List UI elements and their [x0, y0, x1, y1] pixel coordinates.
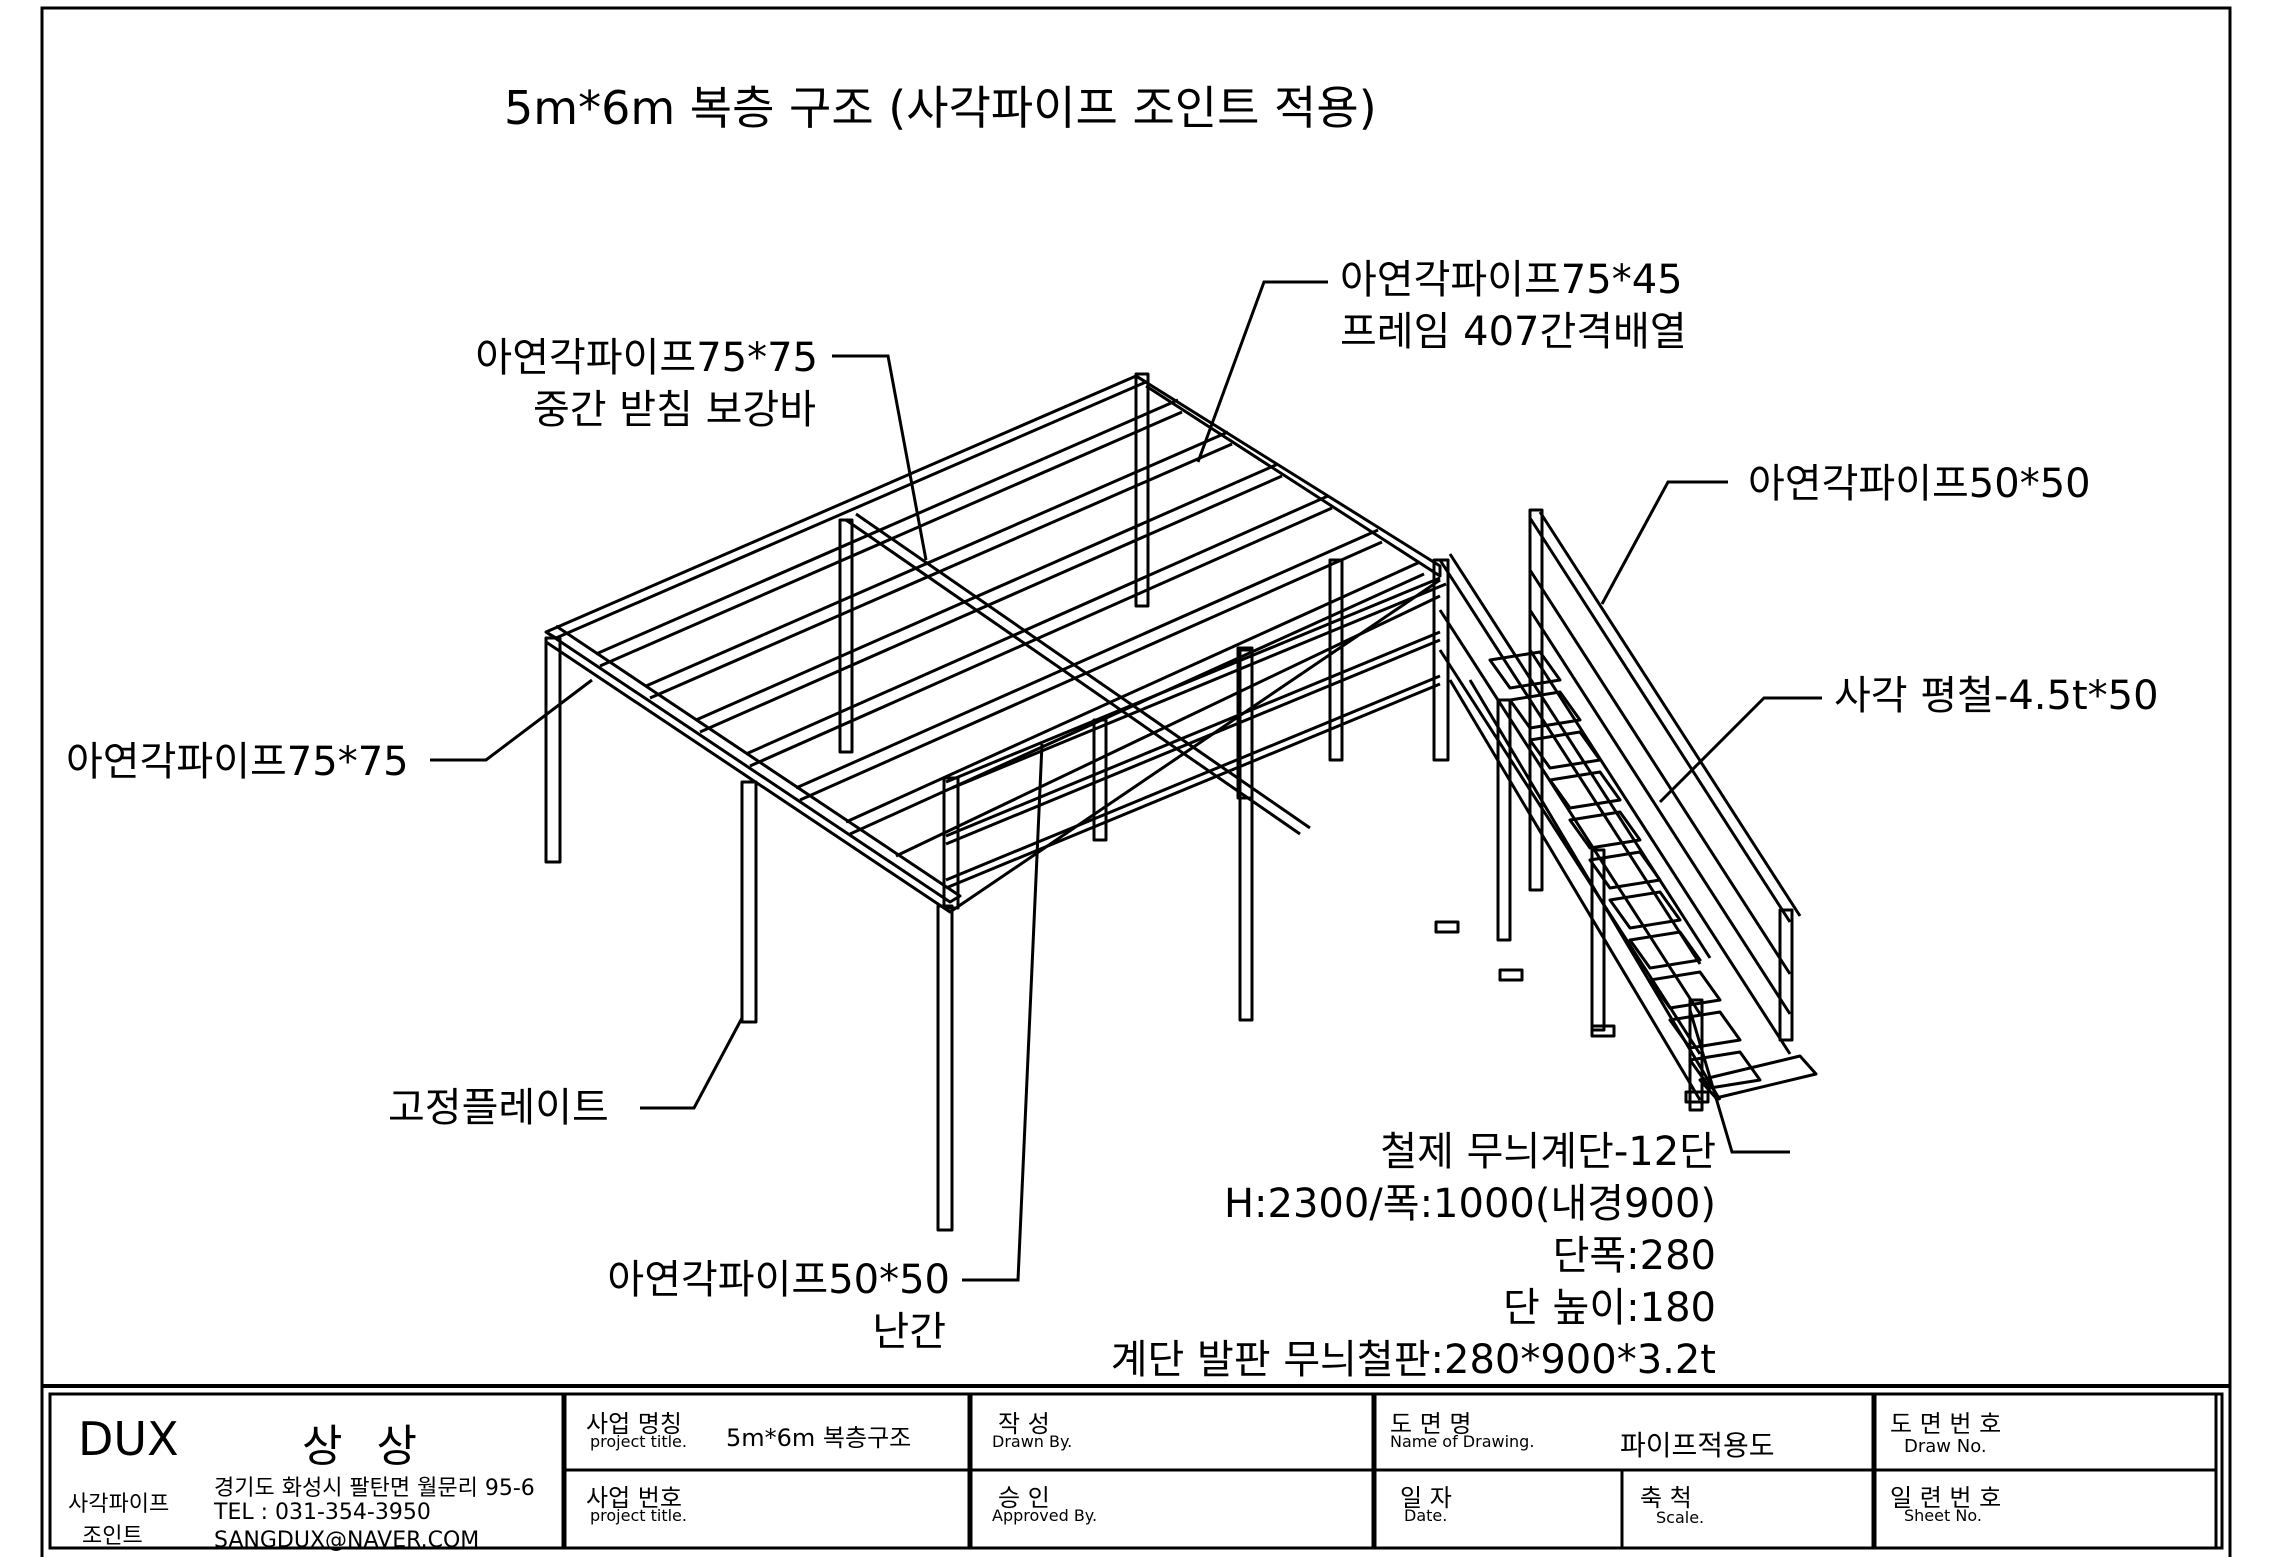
drawn-by-en: Drawn By.: [992, 1432, 1073, 1451]
post-mid: [1238, 648, 1254, 1022]
leader-perimeter: [430, 678, 593, 762]
leader-railing: [962, 743, 1044, 1282]
title-block-grid: [42, 1384, 2230, 1550]
project-name-en: project title.: [590, 1432, 687, 1451]
base-plate-4: [1684, 1090, 1710, 1104]
leader-stair-rail: [1600, 480, 1728, 605]
stair-treads: [1488, 650, 1818, 1100]
company-address: 경기도 화성시 팔탄면 월문리 95-6: [214, 1476, 535, 1501]
label-support-bar-spec: 아연각파이프75*75: [475, 335, 818, 381]
railing-post-2: [1092, 718, 1108, 842]
leader-support-bar: [832, 354, 928, 561]
label-stair-tread-width: 단폭:280: [1552, 1233, 1716, 1279]
company-type-line2: 조인트: [82, 1524, 143, 1549]
approved-by-en: Approved By.: [992, 1506, 1098, 1525]
stair-inner-post-1: [1496, 698, 1512, 942]
joists: [595, 398, 1441, 858]
label-stair-step-height: 단 높이:180: [1503, 1285, 1716, 1331]
stair-stringer: [1448, 679, 1722, 1101]
label-fixing-plate: 고정플레이트: [388, 1085, 609, 1131]
leader-fixing-plate: [640, 1017, 744, 1110]
drawing-name-en: Name of Drawing.: [1390, 1432, 1535, 1451]
project-name-ko: 사업 명칭: [586, 1410, 682, 1438]
stair-rail-inner: [1438, 553, 1712, 965]
beam-back-right: [1135, 374, 1442, 578]
company-email: SANGDUX@NAVER.COM: [214, 1528, 480, 1553]
label-stair-plate: 계단 발판 무늬철판:280*900*3.2t: [1110, 1337, 1716, 1383]
base-plate-2: [1498, 968, 1524, 982]
railing-top: [945, 576, 1447, 790]
label-flat-bar: 사각 평철-4.5t*50: [1834, 673, 2159, 719]
date-en: Date.: [1404, 1506, 1448, 1525]
railing-mid: [945, 630, 1441, 846]
base-plate-3: [1590, 1024, 1616, 1038]
label-stair-rail: 아연각파이프50*50: [1748, 461, 2091, 507]
leader-stair: [1688, 1009, 1790, 1154]
draw-no-ko: 도 면 번 호: [1890, 1410, 2002, 1438]
scale-en: Scale.: [1656, 1508, 1705, 1527]
leader-frame: [1196, 280, 1328, 463]
drawing-title: 5m*6m 복층 구조 (사각파이프 조인트 적용): [504, 81, 1377, 135]
base-plate-1: [1434, 920, 1460, 934]
post-mid-back: [838, 518, 854, 754]
post-front: [936, 904, 954, 1232]
label-frame-spec: 아연각파이프75*45: [1340, 257, 1683, 303]
platform-structure: [544, 372, 1450, 1232]
project-name-value: 5m*6m 복층구조: [726, 1424, 912, 1452]
label-stair-size: H:2300/폭:1000(내경900): [1223, 1181, 1716, 1227]
company-tel: TEL : 031-354-3950: [214, 1500, 431, 1525]
company-type-line1: 사각파이프: [68, 1492, 170, 1517]
staircase: [1434, 508, 1818, 1112]
stair-rail-post-bottom: [1778, 908, 1794, 1042]
leader-flat-bar: [1658, 696, 1822, 804]
sheet-border: [40, 6, 2232, 1557]
label-railing-spec: 아연각파이프50*50: [607, 1257, 950, 1303]
drawing-name-value: 파이프적용도: [1620, 1429, 1775, 1462]
post-right: [1328, 558, 1344, 762]
post-left: [740, 780, 758, 1024]
label-railing-desc: 난간: [872, 1309, 946, 1355]
label-perimeter: 아연각파이프75*75: [66, 739, 409, 785]
leader-lines: [430, 280, 1822, 1282]
approved-by-ko: 승 인: [998, 1484, 1050, 1512]
mid-support-bar: [845, 512, 1311, 836]
sheet-no-en: Sheet No.: [1904, 1506, 1982, 1525]
label-support-bar-desc: 중간 받침 보강바: [532, 387, 816, 433]
company-logo: DUX: [78, 1412, 179, 1466]
railing-post-3: [1236, 646, 1254, 800]
project-no-ko: 사업 번호: [586, 1484, 682, 1512]
date-ko: 일 자: [1400, 1484, 1452, 1512]
drawing-name-ko: 도 면 명: [1390, 1410, 1472, 1438]
railing-post-1: [942, 776, 960, 910]
project-no-en: project title.: [590, 1506, 687, 1525]
draw-no-en: Draw No.: [1904, 1436, 1987, 1457]
sheet-no-ko: 일 련 번 호: [1890, 1484, 2002, 1512]
company-name: 상 상: [302, 1421, 427, 1472]
drawn-by-ko: 작 성: [998, 1410, 1050, 1438]
post-rear-top: [1134, 372, 1150, 608]
scale-ko: 축 척: [1640, 1484, 1692, 1512]
stair-rail-outer: [1528, 511, 1802, 923]
post-front-left: [544, 636, 562, 864]
label-stair-title: 철제 무늬계단-12단: [1380, 1129, 1716, 1175]
label-frame-desc: 프레임 407간격배열: [1340, 309, 1687, 355]
railing-low: [945, 674, 1441, 890]
